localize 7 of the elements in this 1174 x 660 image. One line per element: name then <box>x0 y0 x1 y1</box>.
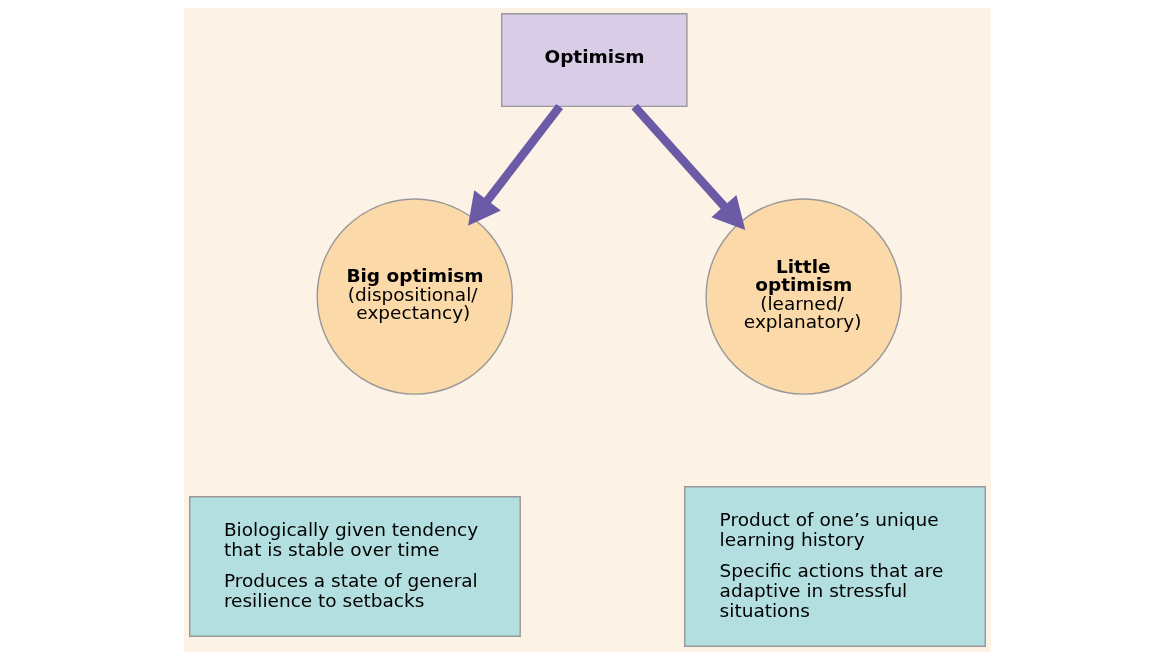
arrow <box>467 103 563 226</box>
node-circle: Little optimism (learned/ explanatory) <box>704 198 902 395</box>
node-box: Biologically given tendency that is stable over time Produces a state of general resilience to setbacks <box>188 495 521 637</box>
node-circle: Big optimism (dispositional/ expectancy) <box>316 198 513 395</box>
arrow <box>630 103 745 230</box>
node-box: Optimism <box>500 13 688 108</box>
node-box: Product of one’s unique learning history Specific actions that are adaptive in stressful situations <box>683 486 986 647</box>
